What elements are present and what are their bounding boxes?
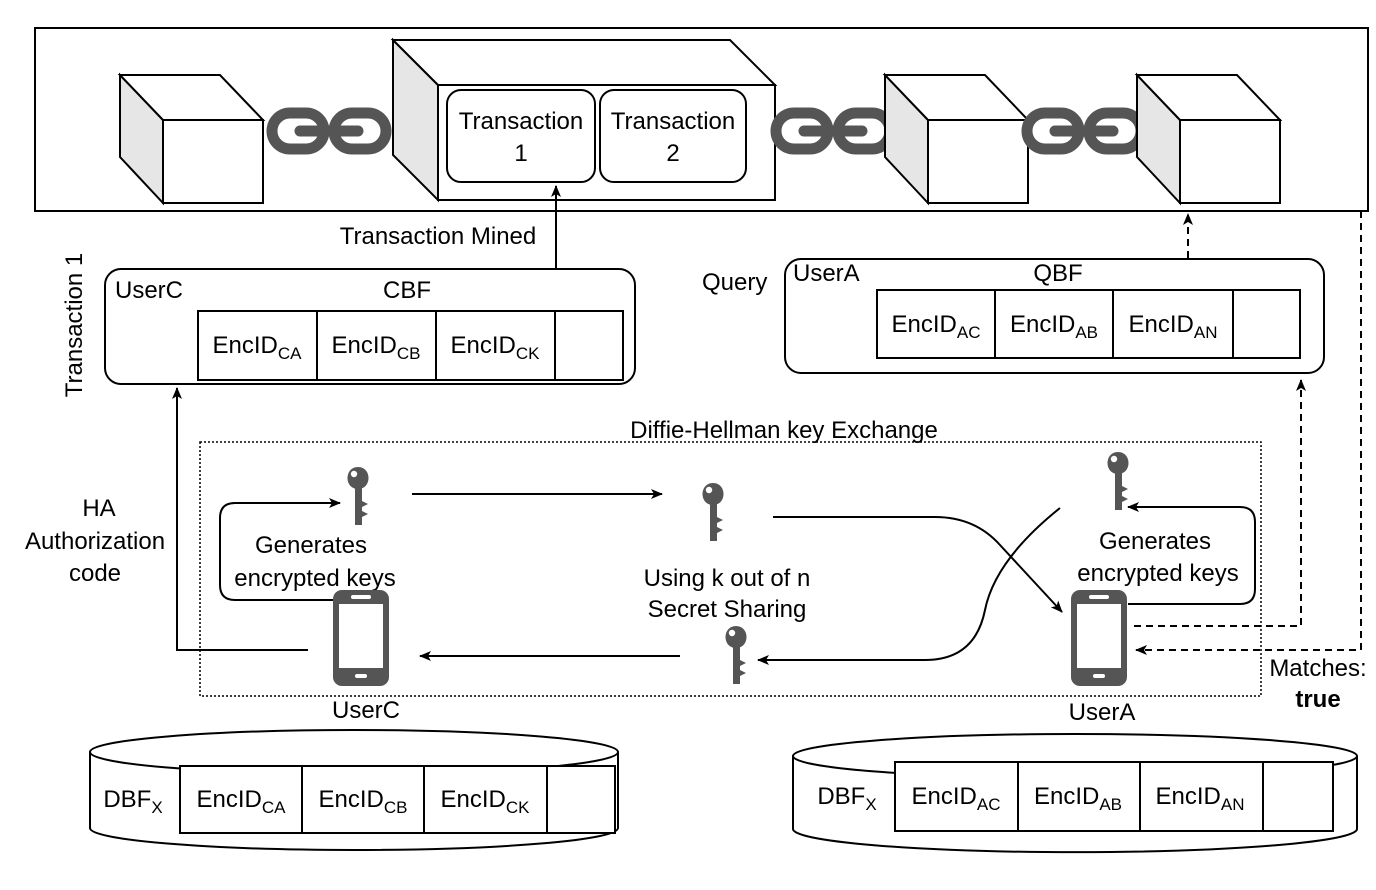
generate-keys-loop-left <box>219 498 388 601</box>
matches-value: true <box>1295 686 1340 713</box>
transaction-2-box <box>599 89 747 183</box>
dbf-right-cell-3: EncIDAN <box>1156 783 1245 814</box>
ha-line3: code <box>69 560 121 587</box>
cbf-cell-1: EncIDCA <box>213 332 303 363</box>
transaction-1-box <box>446 89 596 183</box>
dbf-left-cylinder <box>89 729 619 851</box>
qbf-cell-2: EncIDAB <box>1010 311 1098 342</box>
dbf-right-cell-2: EncIDAB <box>1034 783 1122 814</box>
chain-icon <box>776 113 890 149</box>
userc-device-label: UserC <box>332 697 400 724</box>
matches-label: Matches: <box>1269 655 1366 682</box>
query-label: Query <box>702 269 767 296</box>
gen-right-line2: encrypted keys <box>1077 560 1238 587</box>
transaction-1-vertical-label: Transaction 1 <box>61 253 88 398</box>
dbf-left-cell-1: EncIDCA <box>197 786 287 817</box>
gen-right-line1: Generates <box>1099 528 1211 555</box>
dbf-right-cell-1: EncIDAC <box>912 783 1001 814</box>
block-cube-4 <box>1134 72 1283 206</box>
ha-authorization-arrow <box>172 387 308 651</box>
dbf-right-cylinder <box>792 733 1358 854</box>
generate-keys-loop-right <box>1127 502 1256 605</box>
cbf-cell-2: EncIDCB <box>332 332 421 363</box>
qbf-cell-1: EncIDAC <box>892 311 981 342</box>
dh-label: Diffie-Hellman key Exchange <box>630 417 938 444</box>
qbf-owner: UserA <box>793 260 860 287</box>
secret-line1: Using k out of n <box>644 565 811 592</box>
dh-box <box>199 441 1262 697</box>
cbf-cells <box>197 310 624 381</box>
transaction-2-line1: Transaction <box>611 108 736 135</box>
transaction-2-line2: 2 <box>666 140 679 167</box>
secret-line2: Secret Sharing <box>648 596 807 623</box>
key-icon <box>1107 452 1129 510</box>
userc-phone-icon <box>333 590 389 686</box>
qbf-title: QBF <box>1033 260 1082 287</box>
dbf-left-cell-3: EncIDCK <box>441 786 531 817</box>
ha-line2: Authorization <box>25 528 165 555</box>
qbf-cells <box>876 289 1301 359</box>
cbf-title: CBF <box>383 277 431 304</box>
qbf-cell-3: EncIDAN <box>1129 311 1218 342</box>
transaction-1-line1: Transaction <box>459 108 584 135</box>
key-icon <box>725 626 747 684</box>
usera-to-qbf-arrow <box>1134 379 1306 627</box>
usera-device-label: UserA <box>1069 699 1136 726</box>
cbf-cell-3: EncIDCK <box>451 332 541 363</box>
usera-phone-icon <box>1071 590 1127 686</box>
transaction-1-line2: 1 <box>514 140 527 167</box>
gen-left-line1: Generates <box>255 532 367 559</box>
key-icon <box>702 483 724 541</box>
share-to-usera-arrow <box>773 516 1063 613</box>
dbf-left-cell-2: EncIDCB <box>319 786 408 817</box>
blockchain-frame <box>34 27 1369 212</box>
transaction-mined-label: Transaction Mined <box>340 223 537 250</box>
chain-icon <box>272 113 386 149</box>
gen-left-line2: encrypted keys <box>234 565 395 592</box>
cbf-owner: UserC <box>115 277 183 304</box>
dbf-right-label: DBFX <box>817 783 876 814</box>
ha-line1: HA <box>82 495 115 522</box>
dbf-left-label: DBFX <box>103 786 162 817</box>
share-to-center-arrow <box>757 507 1061 665</box>
key-icon <box>347 467 369 525</box>
matches-arrow <box>1135 211 1362 655</box>
block-cube-1 <box>117 72 266 206</box>
block-cube-3 <box>882 72 1031 206</box>
chain-icon <box>1027 113 1141 149</box>
